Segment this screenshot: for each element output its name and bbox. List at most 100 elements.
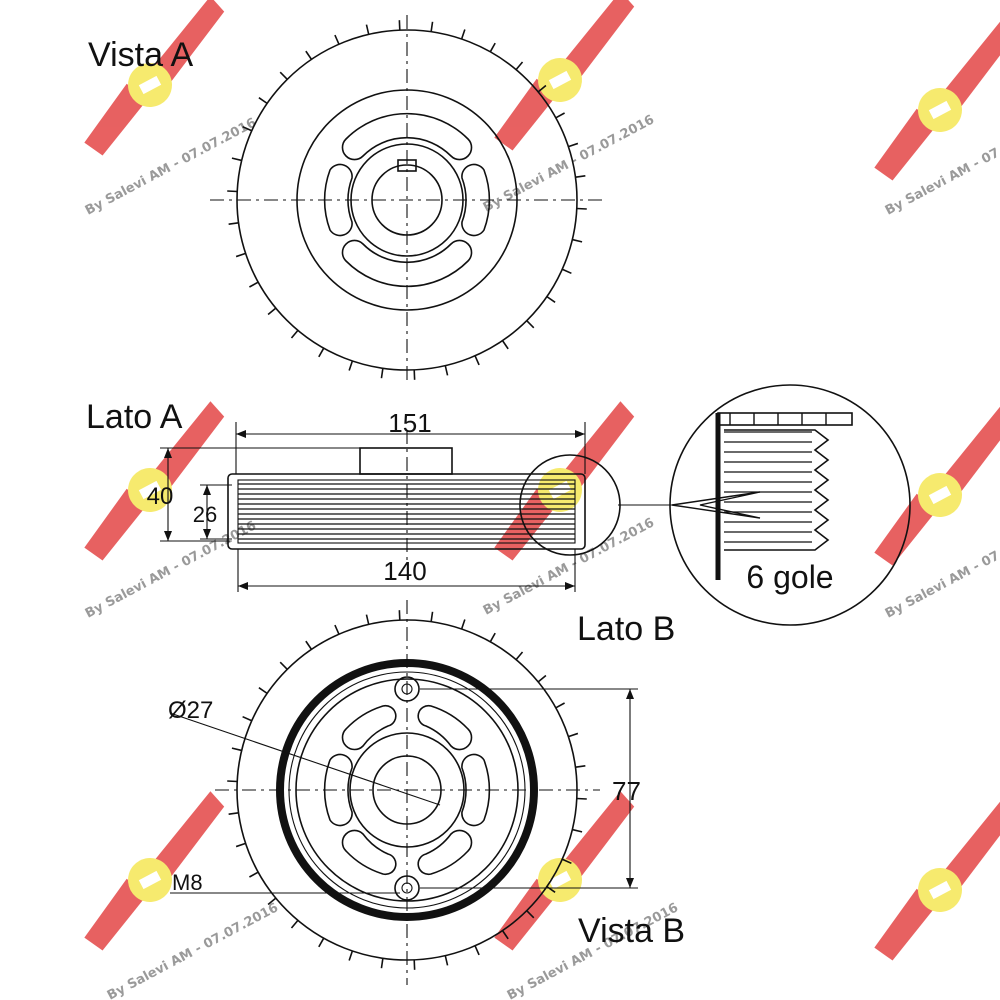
dim-height-total: 40 — [147, 483, 174, 510]
rim-tooth — [515, 651, 524, 661]
rim-tooth — [380, 368, 384, 379]
watermark-car — [138, 75, 162, 95]
view-b-title: Vista B — [578, 912, 685, 950]
rim-tooth — [474, 945, 480, 956]
rim-tooth — [365, 24, 370, 35]
watermark-logo — [874, 406, 1000, 566]
watermark-wing-right — [562, 0, 635, 79]
watermark-car — [928, 485, 952, 505]
rim-tooth — [572, 238, 583, 243]
watermark-wing-left — [874, 493, 937, 566]
dim-height-grooves: 26 — [193, 502, 217, 527]
dim-bore-diameter: Ø27 — [168, 697, 213, 724]
rim-tooth — [515, 61, 524, 71]
dim-hole-spacing: 77 — [612, 776, 641, 806]
rim-tooth — [228, 812, 239, 815]
rim-tooth — [537, 674, 547, 683]
watermark-wing-right — [562, 401, 635, 489]
watermark-logo — [494, 791, 635, 951]
view-b-spoke-slots — [323, 704, 491, 876]
rim-tooth — [348, 360, 354, 371]
watermark-wing-right — [942, 406, 1000, 494]
detail-arrow — [671, 491, 761, 519]
watermark-wing-right — [152, 0, 225, 84]
watermark-logo — [874, 21, 1000, 181]
side-a-title: Lato A — [86, 398, 183, 436]
bore-diameter-leader — [169, 712, 441, 806]
detail-top-rail — [717, 412, 853, 426]
rim-tooth — [444, 365, 449, 376]
rim-tooth — [249, 871, 259, 878]
view-b-drawing: Ø27 77 M8 Vista B — [168, 600, 685, 985]
dim-overall-width: 151 — [388, 408, 431, 438]
rim-tooth — [258, 687, 268, 695]
view-a-title: Vista A — [88, 36, 194, 74]
rim-tooth — [305, 50, 313, 60]
rim-tooth — [444, 955, 449, 966]
rim-tooth — [546, 295, 556, 303]
watermark-wing-left — [874, 888, 937, 961]
watermark-wing-right — [942, 801, 1000, 889]
rim-tooth — [489, 42, 496, 53]
rim-tooth — [334, 34, 340, 45]
dim-26 — [200, 484, 232, 540]
rim-tooth — [537, 84, 547, 93]
watermark-text: By Salevi AM - 07.07.2016 — [105, 900, 281, 1000]
watermark-wing-left — [84, 878, 147, 951]
rim-tooth — [561, 858, 572, 865]
rim-tooth — [555, 112, 565, 119]
rim-tooth — [318, 937, 325, 948]
watermark-car — [928, 100, 952, 120]
watermark-wing-left — [874, 108, 937, 181]
rim-tooth — [334, 624, 340, 635]
dim-pulley-width: 140 — [383, 556, 426, 586]
rim-tooth — [430, 21, 434, 32]
watermark-wing-right — [152, 401, 225, 489]
dim-140 — [237, 549, 576, 592]
detail-circle — [669, 384, 911, 626]
rim-tooth — [305, 640, 313, 650]
side-a-hub-boss — [359, 447, 453, 475]
watermark-logo — [84, 401, 225, 561]
rim-tooth — [460, 619, 466, 630]
rim-tooth — [380, 958, 384, 969]
rim-tooth — [267, 897, 277, 906]
rim-tooth — [572, 828, 583, 833]
rim-tooth — [568, 142, 579, 148]
watermark-car — [928, 880, 952, 900]
rim-tooth — [460, 29, 466, 40]
side-a-drawing: 151 140 40 26 Lato A — [86, 398, 672, 592]
rim-tooth — [290, 919, 299, 929]
rim-tooth — [318, 347, 325, 358]
rim-tooth — [555, 702, 565, 709]
watermark-car — [138, 480, 162, 500]
rim-tooth — [526, 910, 535, 919]
rim-tooth — [235, 842, 246, 848]
view-b-teeth — [227, 610, 587, 970]
watermark-wing-left — [84, 83, 147, 156]
watermark-logo — [494, 401, 635, 561]
rim-tooth — [267, 307, 277, 316]
rim-tooth — [228, 222, 239, 225]
watermark-wing-right — [942, 21, 1000, 109]
rim-tooth — [231, 157, 242, 162]
view-a-teeth — [227, 20, 587, 380]
rim-tooth — [279, 71, 288, 80]
rim-tooth — [242, 715, 253, 722]
watermark-logo — [84, 0, 225, 156]
rim-tooth — [242, 125, 253, 132]
rim-tooth — [501, 930, 509, 940]
rim-tooth — [430, 611, 434, 622]
watermark-logo — [874, 801, 1000, 961]
view-a-spoke-slots — [323, 112, 491, 288]
rim-tooth — [231, 747, 242, 752]
watermark-wing-left — [84, 488, 147, 561]
rim-tooth — [235, 252, 246, 258]
watermark-logo — [84, 791, 225, 951]
rim-tooth — [474, 355, 480, 366]
rim-tooth — [348, 950, 354, 961]
dim-40 — [160, 447, 360, 542]
rim-tooth — [258, 97, 268, 105]
